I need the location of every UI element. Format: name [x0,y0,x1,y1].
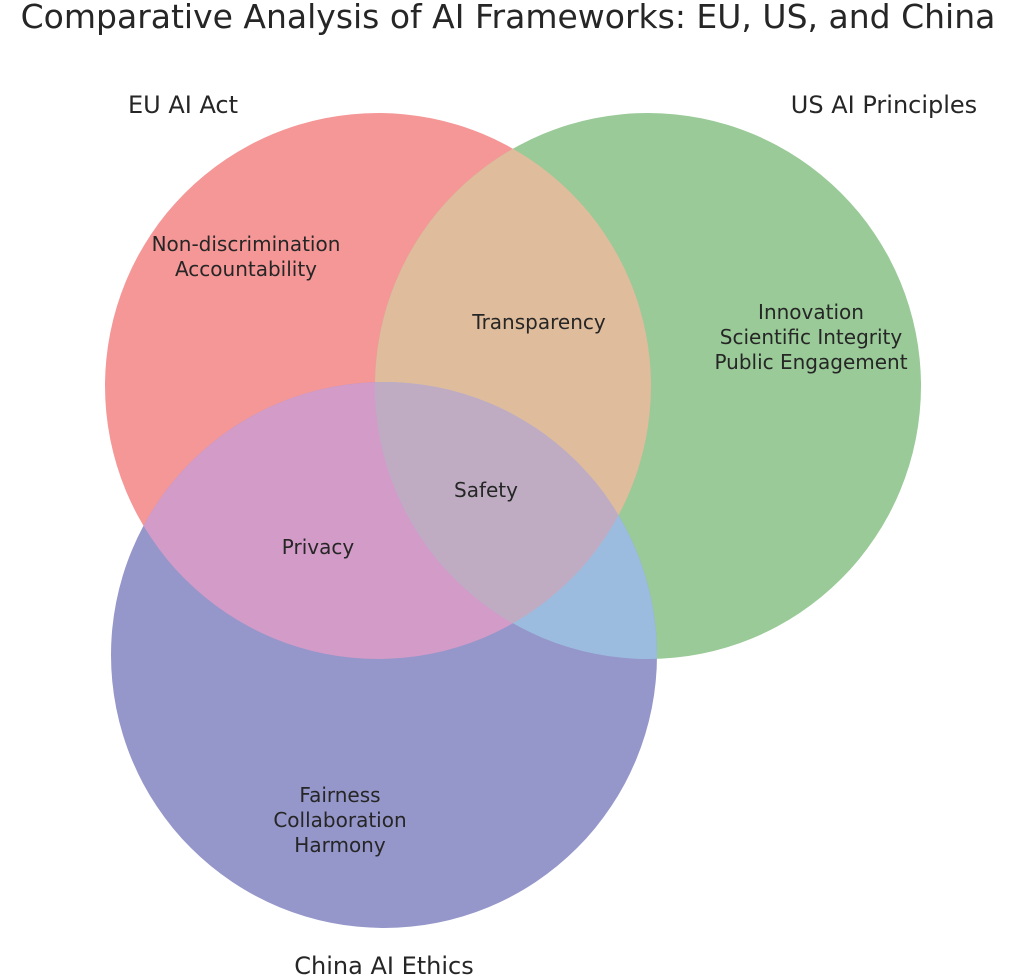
region-us-only-item: Scientific Integrity [720,325,903,349]
set-label-eu: EU AI Act [128,91,238,119]
region-eu-us-item: Transparency [471,310,606,334]
region-us-only-item: Public Engagement [714,350,907,374]
set-label-china: China AI Ethics [294,952,473,979]
region-eu-china-item: Privacy [282,535,355,559]
region-china-only-item: Fairness [299,783,380,807]
region-eu-only-item: Non-discrimination [152,232,341,256]
region-us-only-item: Innovation [758,300,864,324]
diagram-title: Comparative Analysis of AI Frameworks: E… [21,0,996,36]
region-all-item: Safety [454,478,518,502]
region-eu-only-item: Accountability [175,257,317,281]
set-label-us: US AI Principles [791,91,977,119]
region-china-only-item: Harmony [294,833,386,857]
region-china-only-item: Collaboration [273,808,406,832]
